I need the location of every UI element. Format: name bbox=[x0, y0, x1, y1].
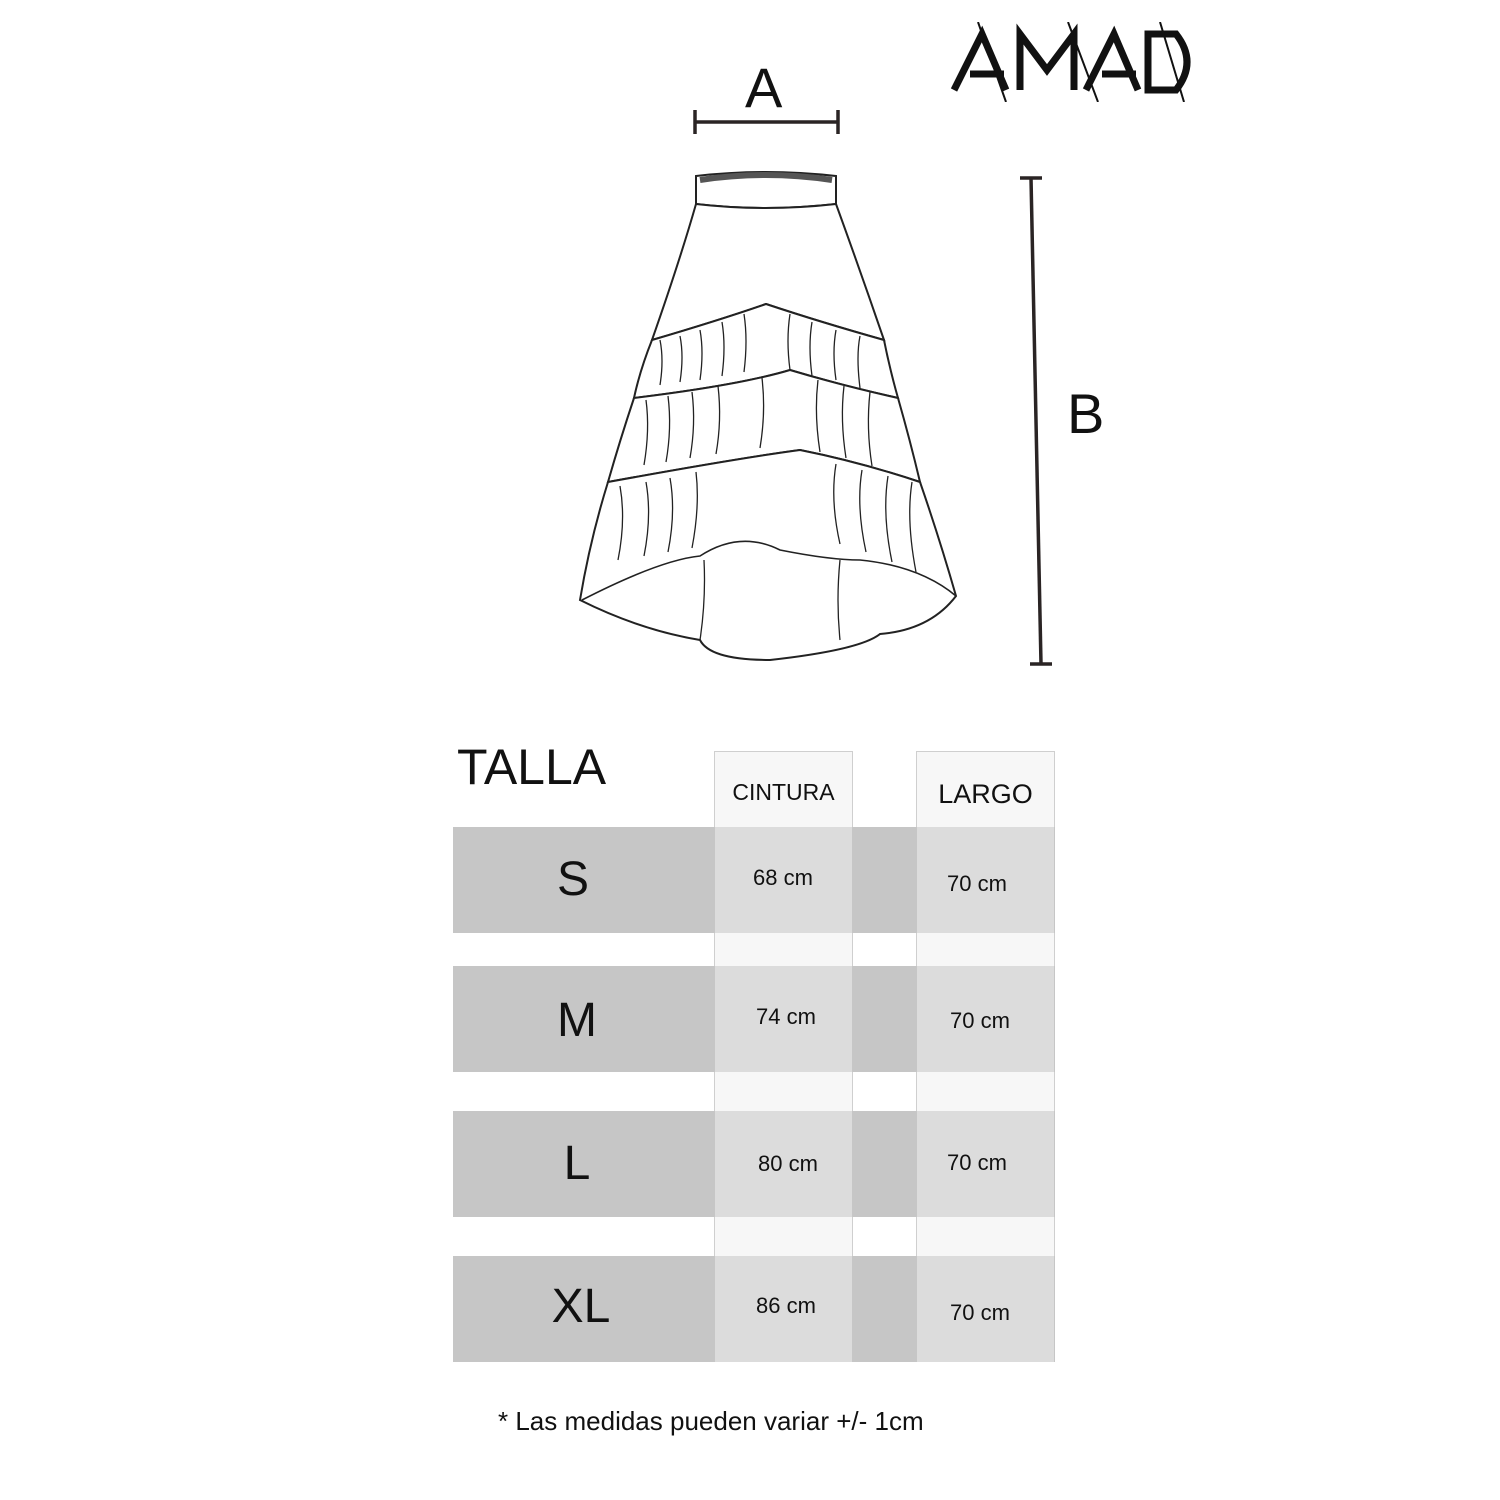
size-label: XL bbox=[551, 1280, 611, 1333]
length-label: B bbox=[1067, 382, 1105, 445]
size-label: M bbox=[557, 994, 597, 1047]
length-dimension-line bbox=[1020, 176, 1052, 666]
column-header-largo: LARGO bbox=[938, 779, 1033, 809]
column-header-cintura: CINTURA bbox=[732, 779, 835, 805]
cintura-value: 68 cm bbox=[753, 865, 813, 890]
measurement-footnote: * Las medidas pueden variar +/- 1cm bbox=[498, 1406, 924, 1436]
size-table-title: TALLA bbox=[457, 739, 607, 795]
skirt-diagram bbox=[578, 110, 1052, 666]
cintura-value: 86 cm bbox=[756, 1293, 816, 1318]
width-dimension-line bbox=[693, 110, 840, 134]
cintura-value: 74 cm bbox=[756, 1004, 816, 1029]
largo-value: 70 cm bbox=[947, 1150, 1007, 1175]
largo-value: 70 cm bbox=[947, 871, 1007, 896]
amad-logo bbox=[950, 22, 1191, 102]
cintura-value: 80 cm bbox=[758, 1151, 818, 1176]
largo-value: 70 cm bbox=[950, 1008, 1010, 1033]
width-label: A bbox=[745, 56, 783, 119]
largo-value: 70 cm bbox=[950, 1300, 1010, 1325]
size-label: L bbox=[563, 1137, 591, 1190]
size-label: S bbox=[556, 853, 589, 906]
